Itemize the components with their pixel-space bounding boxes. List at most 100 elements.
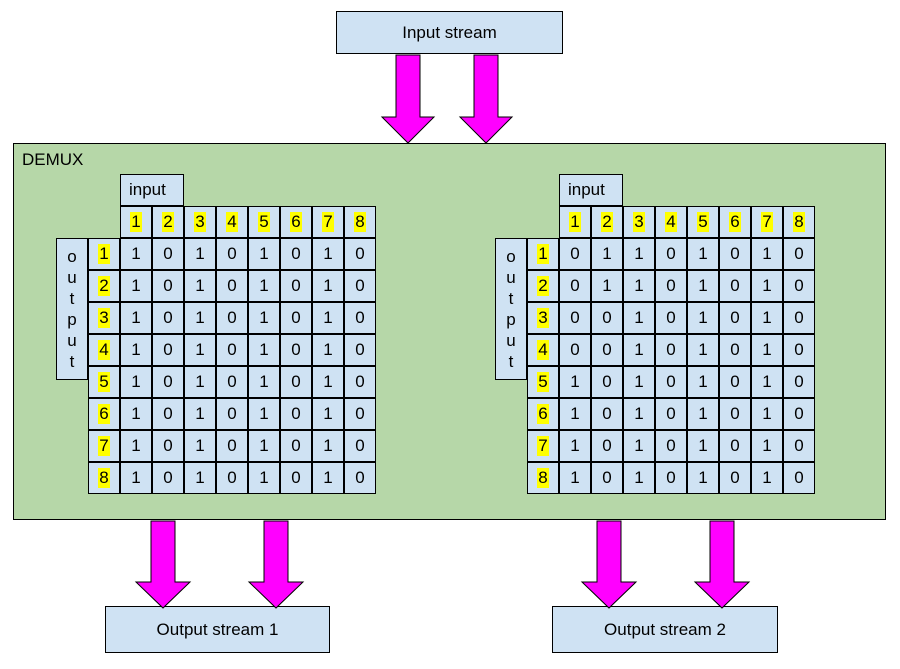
matrix-cell: 0: [591, 302, 623, 334]
output-label-letter: u: [506, 331, 516, 350]
col-header-cell: 1: [120, 206, 152, 238]
matrix-cell: 1: [120, 270, 152, 302]
matrix-cell: 1: [559, 398, 591, 430]
matrix-cell: 1: [120, 430, 152, 462]
matrix-cell: 0: [216, 430, 248, 462]
col-header-cell: 6: [719, 206, 751, 238]
matrix-1-input-label: input: [120, 174, 184, 206]
matrix-cell: 0: [591, 366, 623, 398]
matrix-cell: 0: [216, 462, 248, 494]
matrix-cell: 1: [687, 398, 719, 430]
matrix-cell: 1: [559, 366, 591, 398]
row-header: 2: [98, 276, 110, 296]
matrix-cell: 1: [751, 430, 783, 462]
matrix-cell: 0: [719, 270, 751, 302]
matrix-cell: 1: [687, 366, 719, 398]
col-header: 3: [633, 212, 645, 232]
col-header: 8: [793, 212, 805, 232]
row-header-cell: 2: [527, 270, 559, 302]
matrix-cell: 1: [120, 398, 152, 430]
matrix-cell: 0: [655, 302, 687, 334]
col-header: 4: [665, 212, 677, 232]
matrix-cell: 1: [120, 238, 152, 270]
matrix-cell: 0: [655, 238, 687, 270]
row-header: 5: [98, 372, 110, 392]
col-header: 7: [761, 212, 773, 232]
output-label-letter: p: [506, 310, 516, 329]
col-header: 5: [697, 212, 709, 232]
matrix-cell: 0: [344, 302, 376, 334]
col-header: 5: [258, 212, 270, 232]
col-header-cell: 4: [655, 206, 687, 238]
matrix-cell: 1: [623, 366, 655, 398]
matrix-cell: 1: [623, 430, 655, 462]
matrix-cell: 1: [312, 302, 344, 334]
output-label-letter: u: [506, 268, 516, 287]
matrix-cell: 0: [152, 398, 184, 430]
matrix-cell: 0: [216, 270, 248, 302]
matrix-2-input-label: input: [559, 174, 623, 206]
matrix-cell: 1: [312, 430, 344, 462]
row-header: 6: [537, 404, 549, 424]
col-header-cell: 8: [783, 206, 815, 238]
row-header-cell: 8: [88, 462, 120, 494]
output-label-letter: t: [508, 352, 514, 371]
row-header: 4: [537, 340, 549, 360]
row-header: 5: [537, 372, 549, 392]
matrix-cell: 1: [623, 462, 655, 494]
col-header-cell: 8: [344, 206, 376, 238]
matrix-cell: 1: [751, 366, 783, 398]
matrix-cell: 1: [687, 238, 719, 270]
output-1-arrow-right: [247, 520, 305, 609]
row-header-cell: 7: [527, 430, 559, 462]
col-header-cell: 5: [687, 206, 719, 238]
matrix-cell: 1: [623, 302, 655, 334]
matrix-cell: 0: [216, 398, 248, 430]
matrix-cell: 1: [248, 238, 280, 270]
col-header: 8: [354, 212, 366, 232]
matrix-cell: 0: [719, 366, 751, 398]
output-label-letter: o: [506, 247, 516, 266]
output-label-letter: t: [508, 289, 514, 308]
matrix-cell: 0: [280, 334, 312, 366]
matrix-cell: 0: [591, 462, 623, 494]
matrix-cell: 0: [344, 430, 376, 462]
row-header: 4: [98, 340, 110, 360]
matrix-cell: 0: [152, 270, 184, 302]
col-header-cell: 1: [559, 206, 591, 238]
matrix-cell: 1: [687, 302, 719, 334]
matrix-cell: 1: [591, 270, 623, 302]
matrix-cell: 1: [751, 398, 783, 430]
matrix-cell: 0: [783, 462, 815, 494]
matrix-cell: 1: [184, 334, 216, 366]
matrix-cell: 0: [783, 430, 815, 462]
matrix-cell: 0: [152, 302, 184, 334]
matrix-cell: 1: [184, 270, 216, 302]
output-1-arrow-left: [134, 520, 192, 609]
col-header-cell: 7: [751, 206, 783, 238]
matrix-cell: 0: [559, 270, 591, 302]
matrix-cell: 0: [655, 270, 687, 302]
matrix-cell: 1: [248, 398, 280, 430]
matrix-cell: 1: [312, 366, 344, 398]
matrix-cell: 0: [719, 462, 751, 494]
matrix-cell: 0: [559, 334, 591, 366]
matrix-cell: 1: [120, 366, 152, 398]
matrix-cell: 1: [751, 238, 783, 270]
matrix-cell: 1: [751, 334, 783, 366]
row-header-cell: 5: [88, 366, 120, 398]
matrix-cell: 1: [687, 430, 719, 462]
row-header-cell: 5: [527, 366, 559, 398]
row-header: 7: [98, 436, 110, 456]
row-header-cell: 8: [527, 462, 559, 494]
matrix-cell: 1: [687, 334, 719, 366]
output-label-letter: t: [69, 352, 75, 371]
matrix-cell: 0: [152, 462, 184, 494]
col-header: 6: [290, 212, 302, 232]
matrix-cell: 0: [280, 302, 312, 334]
row-header: 3: [98, 308, 110, 328]
matrix-cell: 0: [152, 430, 184, 462]
matrix-cell: 0: [152, 366, 184, 398]
col-header: 1: [569, 212, 581, 232]
row-header-cell: 2: [88, 270, 120, 302]
